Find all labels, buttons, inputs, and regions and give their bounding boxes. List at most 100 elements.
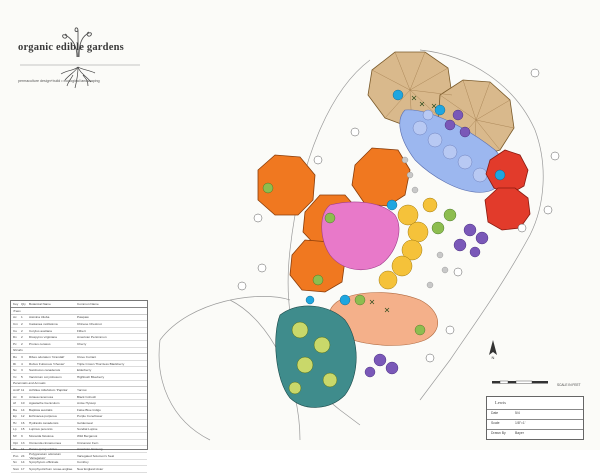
roots-icon xyxy=(60,66,96,89)
legend-qty: 16 xyxy=(21,420,25,425)
legend-botanical-name: Corylus avellana xyxy=(29,328,52,333)
legend-key: Dv xyxy=(13,335,17,340)
legend-common-name: Anise Hyssop xyxy=(77,401,96,406)
svg-text:N: N xyxy=(492,355,495,360)
legend-key: AmP xyxy=(13,387,20,392)
title-block: Lewis Date 5/4 Scale 1/8"=1' Drawn By Ba… xyxy=(486,396,584,440)
legend-key: Ssm xyxy=(13,467,20,472)
legend-common-name: Sundial Lupine xyxy=(77,427,98,432)
legend-qty: 14 xyxy=(21,407,25,412)
scale-field-label: Scale xyxy=(491,421,500,425)
shade-bed-ferns xyxy=(275,305,357,408)
legend-common-name: Clove Currant xyxy=(77,354,97,359)
legend-key: Rt xyxy=(13,361,17,366)
legend-common-name: Comfrey xyxy=(77,460,89,465)
legend-key: Vc xyxy=(13,374,17,379)
legend-key: Cu xyxy=(13,328,17,333)
legend-qty: 2 xyxy=(21,341,23,346)
legend-qty: 14 xyxy=(21,460,25,465)
legend-qty: 15 xyxy=(21,427,25,432)
legend-qty: 4 xyxy=(21,361,23,366)
legend-botanical-name: Agastache foeniculum xyxy=(29,401,60,406)
legend-row: Ac 1 Asimina triloba Pawpaw xyxy=(11,315,147,322)
legend-row: Dv 2 Diospyros virginiana American Persimmo… xyxy=(11,334,147,341)
logo-graphic xyxy=(20,27,140,89)
legend-qty: 8 xyxy=(21,394,23,399)
legend-group-title: Shrubs xyxy=(11,348,147,355)
date-value: 5/4 xyxy=(515,411,520,415)
legend-common-name: Goldenseal xyxy=(77,420,93,425)
legend-common-name: False Blue Indigo xyxy=(77,407,101,412)
scale-bar xyxy=(492,380,548,384)
legend-qty: 9 xyxy=(21,434,23,439)
legend-key: Hc xyxy=(13,420,17,425)
legend-group-title: Perennials and Annuals xyxy=(11,381,147,388)
drawn-by-label: Drawn By xyxy=(491,431,506,435)
legend-key: Af xyxy=(13,401,16,406)
legend-common-name: Elderberry xyxy=(77,368,92,373)
scale-label: SCALE IN FEET xyxy=(557,383,581,387)
legend-qty: 3 xyxy=(21,368,23,373)
legend-botanical-name: Symphytum officinale xyxy=(29,460,59,465)
legend-botanical-name: Rubus fruticosus 'Chester' xyxy=(29,361,65,366)
plant-legend: Key Qty Botanical Name Common Name Trees… xyxy=(10,300,148,473)
legend-header: Key Qty Botanical Name Common Name xyxy=(11,301,147,308)
legend-qty: 2 xyxy=(21,321,23,326)
tree-canopy-persimmon xyxy=(257,154,316,216)
perennial-bed-aster xyxy=(364,109,489,378)
legend-qty: 24 xyxy=(21,453,25,458)
legend-botanical-name: Prunus cerasus xyxy=(29,341,51,346)
legend-col-botanical: Botanical Name xyxy=(29,302,51,306)
shrub-group-currant xyxy=(262,182,457,336)
legend-botanical-name: Baptisia australis xyxy=(29,407,53,412)
legend-key: Cm xyxy=(13,321,18,326)
legend-botanical-name: Panax quinquefolius xyxy=(29,447,57,452)
legend-key: Pc xyxy=(13,341,17,346)
legend-key: Ac xyxy=(13,394,17,399)
legend-common-name: American Persimmon xyxy=(77,335,107,340)
legend-group-title: Trees xyxy=(11,308,147,315)
legend-row: Af 10 Agastache foeniculum Anise Hyssop xyxy=(11,400,147,407)
perennial-bed-bergamot xyxy=(321,201,400,270)
legend-qty: 3 xyxy=(21,354,23,359)
legend-qty: 1 xyxy=(21,315,23,320)
groundcover-markers xyxy=(369,95,437,313)
tree-canopy-cherry xyxy=(485,149,529,195)
legend-botanical-name: Diospyros virginiana xyxy=(29,335,57,340)
legend-qty: 10 xyxy=(21,401,25,406)
legend-common-name: Yarrow xyxy=(77,387,87,392)
legend-qty: 13 xyxy=(21,440,25,445)
legend-key: Ac xyxy=(13,315,17,320)
legend-key: Ep xyxy=(13,414,17,419)
legend-botanical-name: Castanea mollissima xyxy=(29,321,58,326)
logo-name: organic edible gardens xyxy=(18,42,124,53)
legend-common-name: Chinese Chestnut xyxy=(77,321,102,326)
legend-botanical-name: Sambucus canadensis xyxy=(29,368,61,373)
legend-qty: 11 xyxy=(21,387,25,392)
client-name: Lewis xyxy=(495,400,506,405)
legend-common-name: Cinnamon Fern xyxy=(77,440,99,445)
legend-botanical-name: Lupinus perennis xyxy=(29,427,53,432)
legend-common-name: Wild Bergamot xyxy=(77,434,98,439)
legend-qty: 2 xyxy=(21,335,23,340)
logo-tagline: permaculture design+build • ecological l… xyxy=(18,79,100,83)
legend-qty: 11 xyxy=(21,447,25,452)
legend-key: Ps xyxy=(13,447,17,452)
legend-common-name: Triple Crown Thornless Blackberry xyxy=(77,361,125,366)
legend-botanical-name: Ribes odoratum 'Crandall' xyxy=(29,354,65,359)
legend-col-key: Key xyxy=(13,302,19,306)
legend-qty: 5 xyxy=(21,374,23,379)
legend-botanical-name: Asimina triloba xyxy=(29,315,50,320)
drawn-by-value: Bayer xyxy=(515,431,524,435)
legend-common-name: Pawpaw xyxy=(77,315,89,320)
garden-plan xyxy=(158,49,560,441)
